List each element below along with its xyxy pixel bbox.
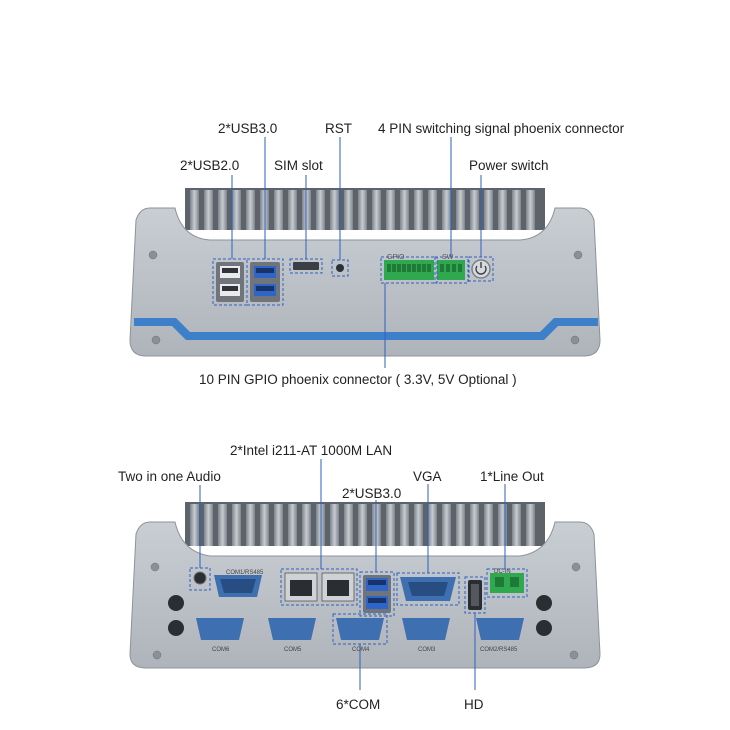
sw-connector (437, 260, 465, 280)
label-line-out: 1*Line Out (480, 469, 544, 484)
usb2-ports (216, 262, 244, 302)
label-usb20: 2*USB2.0 (180, 158, 240, 173)
label-rst: RST (325, 121, 352, 136)
bottom-heatsink (185, 502, 545, 546)
com3-silkscreen: COM3 (418, 647, 436, 653)
label-bottom-usb30: 2*USB3.0 (342, 486, 402, 501)
com1-silkscreen: COM1/RS485 (226, 570, 264, 576)
sw-silkscreen: SW (442, 254, 454, 261)
rst-button (336, 264, 344, 272)
hdmi-port (468, 580, 482, 610)
label-com: 6*COM (336, 697, 381, 712)
label-gpio: 10 PIN GPIO phoenix connector ( 3.3V, 5V… (199, 372, 517, 387)
usb3-ports-top (250, 262, 280, 302)
com4-silkscreen: COM4 (352, 647, 370, 653)
label-power-switch: Power switch (469, 158, 549, 173)
top-callout-lines (231, 137, 482, 368)
label-lan: 2*Intel i211-AT 1000M LAN (230, 443, 393, 458)
label-top-usb30: 2*USB3.0 (218, 121, 278, 136)
vga-port (400, 577, 456, 601)
audio-jack (193, 571, 207, 585)
usb3-ports-bottom (363, 575, 391, 613)
lan-ports (284, 572, 355, 602)
bottom-screws (150, 562, 581, 660)
dc-in-silkscreen: DC-IN (494, 569, 511, 575)
com6-silkscreen: COM6 (212, 647, 230, 653)
com-row (196, 618, 524, 640)
bottom-callout-lines (199, 459, 506, 690)
top-blue-stripe (134, 318, 598, 340)
sim-slot (293, 262, 319, 270)
label-sim-slot: SIM slot (274, 158, 323, 173)
gpio-silkscreen: GPIO (387, 254, 405, 261)
label-audio: Two in one Audio (118, 469, 221, 484)
label-phoenix-4pin: 4 PIN switching signal phoenix connector (378, 121, 625, 136)
label-hd: HD (464, 697, 484, 712)
antenna-holes (168, 595, 552, 636)
gpio-connector (384, 260, 434, 280)
bottom-unit (129, 459, 601, 690)
com5-silkscreen: COM5 (284, 647, 302, 653)
top-unit (129, 137, 601, 368)
dc-in-connector (490, 573, 524, 593)
power-switch (471, 259, 491, 279)
com2-silkscreen: COM2/RS485 (480, 647, 518, 653)
label-vga: VGA (413, 469, 442, 484)
com1-port (214, 575, 262, 597)
top-screws (148, 250, 583, 345)
top-heatsink (185, 188, 545, 230)
top-chassis (129, 207, 601, 357)
